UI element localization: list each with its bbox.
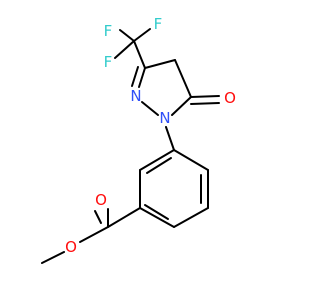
bond-ar-inner2	[144, 204, 169, 220]
bond-cf3-f3	[114, 40, 135, 59]
atom-n-aryl: N	[159, 109, 170, 127]
ester-bonds	[41, 207, 141, 264]
atom-n-ring: N	[130, 87, 141, 105]
bond-n1-aryl	[165, 126, 175, 151]
bond-c-oester	[79, 226, 109, 243]
bond-c3-c4	[144, 59, 176, 69]
bond-oester-ch3	[41, 251, 65, 264]
bond-c5-o-b	[190, 102, 220, 105]
bond-ar1	[173, 149, 209, 171]
atom-o-keto: O	[224, 89, 236, 107]
structure-drawing: F F F N N O O O	[41, 15, 236, 264]
trifluoromethyl-bonds	[114, 28, 151, 69]
bond-n1-n2	[141, 101, 159, 116]
bond-cco-b	[94, 210, 102, 224]
bond-c5-n1	[171, 96, 192, 116]
bond-ar4	[139, 207, 175, 228]
molecule-canvas: F F F N N O O O	[41, 15, 236, 264]
atom-o-ester: O	[65, 238, 77, 256]
atom-f1: F	[104, 22, 113, 40]
bond-ar3	[173, 207, 209, 228]
bond-c5-o-a	[190, 95, 220, 98]
pyrazolone-ring-bonds	[131, 59, 220, 116]
atom-f2: F	[154, 15, 163, 33]
bond-ar6	[139, 149, 175, 171]
bond-c4-c5	[174, 59, 192, 98]
atom-o-carbonyl: O	[95, 191, 107, 209]
bond-n2-c3-a	[138, 67, 146, 88]
bond-ar-inner3	[146, 157, 172, 174]
atom-f3: F	[104, 53, 113, 71]
bond-ar-ccarbonyl	[107, 207, 141, 228]
bond-cf3-f2	[133, 28, 151, 42]
bond-cf3-ring	[133, 40, 146, 69]
bond-cf3-f1	[119, 29, 135, 42]
bond-n2-c3-b	[131, 66, 139, 87]
benzene-ring-bonds	[139, 149, 209, 228]
